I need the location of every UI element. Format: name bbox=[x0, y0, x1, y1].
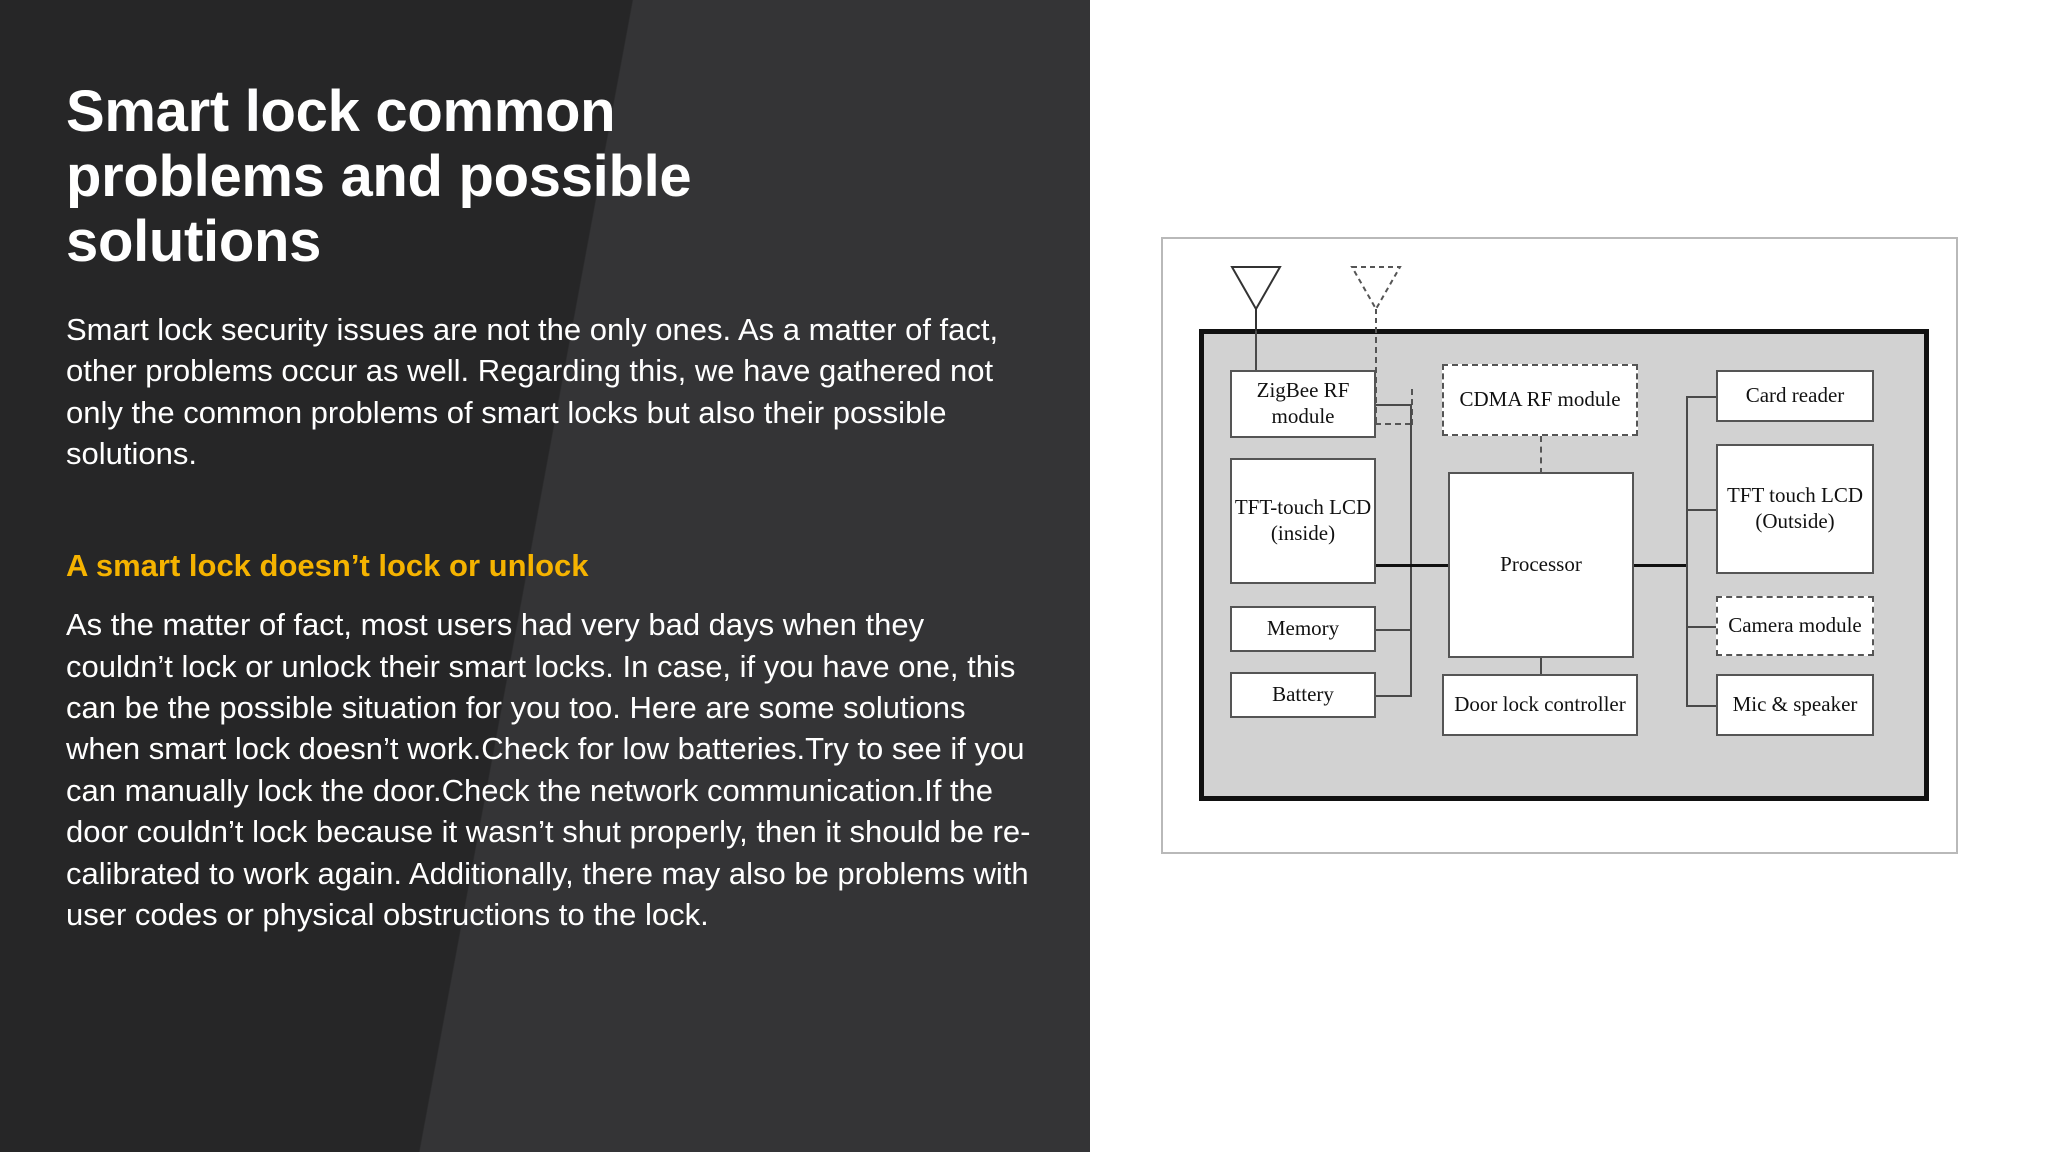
left-bus-vertical-line bbox=[1410, 404, 1412, 696]
body-paragraph: As the matter of fact, most users had ve… bbox=[66, 607, 1031, 932]
bus-to-processor-line bbox=[1410, 564, 1450, 567]
tft-inside-to-bus-line bbox=[1376, 564, 1412, 567]
bus-to-tft-outside-line bbox=[1686, 509, 1716, 511]
page-title: Smart lock common problems and possible … bbox=[66, 79, 692, 274]
bus-to-card-reader-line bbox=[1686, 396, 1716, 398]
bus-to-mic-speaker-line bbox=[1686, 705, 1716, 707]
block-battery: Battery bbox=[1230, 672, 1376, 718]
block-label: Mic & speaker bbox=[1732, 692, 1858, 717]
cdma-antenna-bend-line-2 bbox=[1411, 389, 1413, 425]
zigbee-antenna-icon bbox=[1230, 266, 1282, 331]
zigbee-antenna-feed-line bbox=[1255, 327, 1257, 407]
lock-module-boundary: ZigBee RF module TFT-touch LCD (inside) … bbox=[1199, 329, 1929, 801]
block-memory: Memory bbox=[1230, 606, 1376, 652]
block-label: CDMA RF module bbox=[1459, 387, 1621, 412]
block-label: Processor bbox=[1500, 552, 1582, 577]
block-label: Card reader bbox=[1745, 383, 1845, 408]
cdma-to-processor-line bbox=[1540, 436, 1542, 474]
block-label: TFT-touch LCD (inside) bbox=[1234, 495, 1372, 545]
intro-paragraph: Smart lock security issues are not the o… bbox=[66, 311, 999, 471]
block-zigbee-rf-module: ZigBee RF module bbox=[1230, 370, 1376, 438]
section-heading: A smart lock doesn’t lock or unlock bbox=[66, 548, 589, 584]
block-door-lock-controller: Door lock controller bbox=[1442, 674, 1638, 736]
cdma-antenna-icon bbox=[1350, 266, 1402, 331]
battery-to-bus-line bbox=[1376, 695, 1412, 697]
bus-to-camera-line bbox=[1686, 626, 1716, 628]
left-dark-panel: Smart lock common problems and possible … bbox=[0, 0, 1090, 1152]
processor-to-door-lock-line bbox=[1540, 658, 1542, 676]
block-label: Door lock controller bbox=[1454, 692, 1626, 717]
block-label: Memory bbox=[1266, 616, 1340, 641]
block-tft-touch-lcd-inside: TFT-touch LCD (inside) bbox=[1230, 458, 1376, 584]
processor-to-right-bus-line bbox=[1634, 564, 1686, 567]
block-label: ZigBee RF module bbox=[1256, 378, 1350, 428]
right-bus-vertical-line bbox=[1686, 396, 1688, 706]
block-label: TFT touch LCD (Outside) bbox=[1726, 483, 1864, 533]
block-cdma-rf-module: CDMA RF module bbox=[1442, 364, 1638, 436]
block-mic-and-speaker: Mic & speaker bbox=[1716, 674, 1874, 736]
memory-to-bus-line bbox=[1376, 629, 1412, 631]
block-camera-module: Camera module bbox=[1716, 596, 1874, 656]
diagram-outer-frame: ZigBee RF module TFT-touch LCD (inside) … bbox=[1161, 237, 1958, 854]
block-processor: Processor bbox=[1448, 472, 1634, 658]
block-tft-touch-lcd-outside: TFT touch LCD (Outside) bbox=[1716, 444, 1874, 574]
left-content: Smart lock common problems and possible … bbox=[66, 79, 1036, 935]
block-card-reader: Card reader bbox=[1716, 370, 1874, 422]
cdma-antenna-feed-line bbox=[1375, 327, 1377, 423]
block-label: Camera module bbox=[1728, 613, 1862, 638]
cdma-antenna-bend-line bbox=[1375, 423, 1411, 425]
block-label: Battery bbox=[1272, 682, 1334, 707]
zigbee-to-bus-line bbox=[1376, 404, 1412, 406]
figure-area: ZigBee RF module TFT-touch LCD (inside) … bbox=[1090, 0, 2048, 1152]
